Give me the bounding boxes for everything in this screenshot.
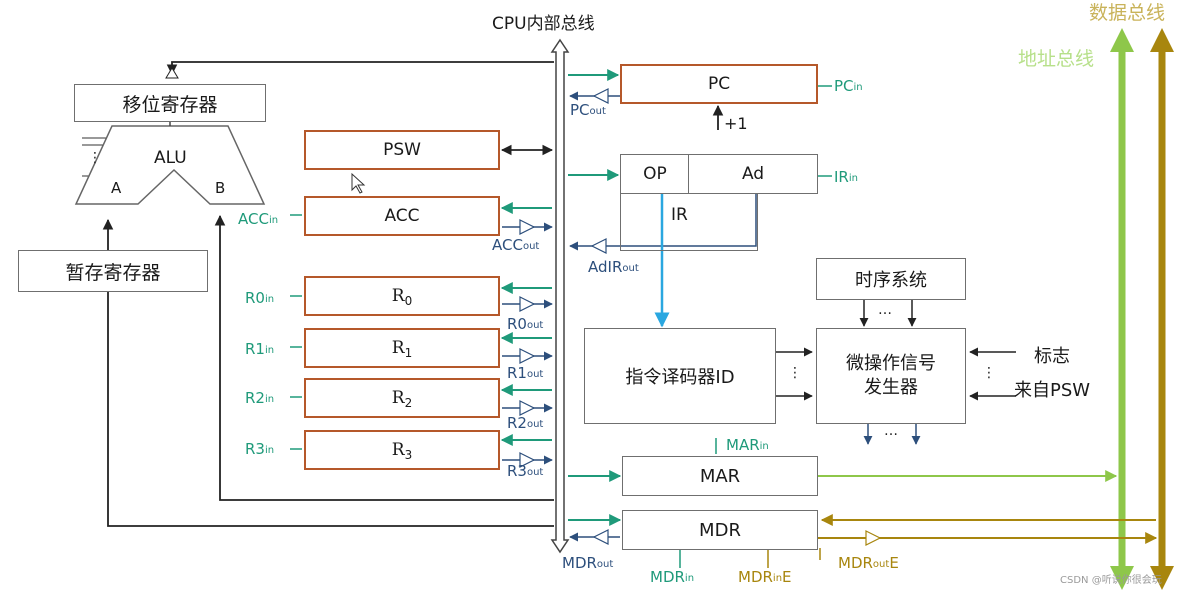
- op-field: OP: [620, 154, 690, 194]
- data-bus-line: [1150, 28, 1174, 590]
- ir-register: IR: [620, 193, 758, 251]
- cpu-bus-title: CPU内部总线: [492, 14, 595, 34]
- r3-out-label: R3out: [507, 462, 544, 480]
- psw-register: PSW: [304, 130, 500, 170]
- r-register-links: [500, 282, 553, 468]
- ir-in-label: IRin: [834, 168, 858, 186]
- r2-out-label: R2out: [507, 414, 544, 432]
- pc-increment-label: +1: [724, 114, 748, 133]
- mdr-out-e-label: MDRoutE: [838, 554, 899, 572]
- pc-out-label: PCout: [570, 101, 606, 119]
- mdr-in-label: MDRin: [650, 568, 695, 586]
- r3-in-label: R3in: [245, 440, 275, 458]
- micro-output-ellipsis: …: [884, 423, 898, 439]
- alu-ellipsis: ⋮: [88, 150, 102, 166]
- timing-ellipsis: …: [878, 302, 892, 318]
- decoder-ellipsis: ⋮: [788, 365, 802, 381]
- acc-register: ACC: [304, 196, 500, 236]
- instruction-decoder: 指令译码器ID: [584, 328, 776, 424]
- r2-in-label: R2in: [245, 389, 275, 407]
- pc-register: PC: [620, 64, 818, 104]
- r0-out-label: R0out: [507, 315, 544, 333]
- alu-label: ALU: [154, 148, 187, 168]
- timing-system: 时序系统: [816, 258, 966, 300]
- ad-field: Ad: [688, 154, 818, 194]
- data-bus-label: 数据总线: [1089, 2, 1166, 24]
- flags-source-label: 来自PSW: [1014, 380, 1091, 401]
- address-bus-label: 地址总线: [1018, 48, 1095, 70]
- flags-label: 标志: [1034, 346, 1070, 367]
- r1-in-label: R1in: [245, 340, 275, 358]
- cpu-internal-bus: [550, 38, 570, 554]
- flags-ellipsis: ⋮: [982, 365, 996, 381]
- r1-out-label: R1out: [507, 364, 544, 382]
- mdr-out-label: MDRout: [562, 554, 614, 572]
- r0-in-label: R0in: [245, 289, 275, 307]
- shift-register: 移位寄存器: [74, 84, 266, 122]
- micro-op-generator: 微操作信号发生器: [816, 328, 966, 424]
- mouse-cursor-icon: [351, 172, 366, 194]
- mdr-in-e-label: MDRinE: [738, 568, 792, 586]
- alu-input-b-label: B: [215, 179, 226, 197]
- alu-shape: [74, 125, 266, 205]
- alu-input-a-label: A: [111, 179, 122, 197]
- mar-register: MAR: [622, 456, 818, 496]
- watermark: CSDN @听说你很会玩: [1060, 575, 1162, 586]
- mdr-register: MDR: [622, 510, 818, 550]
- mar-in-label: MARin: [726, 436, 769, 454]
- acc-out-label: ACCout: [492, 236, 540, 254]
- acc-in-label: ACCin: [238, 210, 279, 228]
- pc-in-label: PCin: [834, 77, 863, 95]
- address-bus-line: [1110, 28, 1134, 590]
- temp-register: 暂存寄存器: [18, 250, 208, 292]
- adir-out-label: AdIRout: [588, 258, 639, 276]
